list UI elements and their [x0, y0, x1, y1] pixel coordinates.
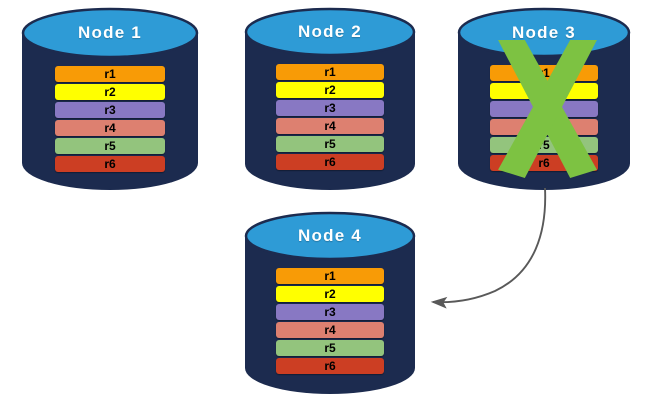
replica-bar-r4[interactable]: r4	[490, 119, 598, 135]
replica-bar-r1[interactable]: r1	[276, 64, 384, 80]
replica-label: r6	[324, 359, 336, 373]
replica-bar-r5[interactable]: r5	[55, 138, 165, 154]
replica-label: r4	[538, 120, 550, 134]
replica-label: r5	[538, 138, 550, 152]
replica-bar-r5[interactable]: r5	[276, 340, 384, 356]
replica-bar-r4[interactable]: r4	[55, 120, 165, 136]
replica-label: r1	[104, 67, 116, 81]
node-4-replica-stack: r1 r2 r3 r4 r5 r6	[245, 268, 415, 376]
replica-label: r2	[324, 83, 336, 97]
replica-bar-r3[interactable]: r3	[490, 101, 598, 117]
replica-label: r6	[538, 156, 550, 170]
replica-label: r1	[538, 66, 550, 80]
replica-bar-r6[interactable]: r6	[490, 155, 598, 171]
replica-bar-r1[interactable]: r1	[55, 66, 165, 82]
replica-bar-r1[interactable]: r1	[276, 268, 384, 284]
replica-label: r3	[538, 102, 550, 116]
replica-bar-r3[interactable]: r3	[276, 100, 384, 116]
replica-bar-r6[interactable]: r6	[276, 358, 384, 374]
replica-label: r1	[324, 269, 336, 283]
replica-label: r5	[324, 137, 336, 151]
replica-label: r4	[324, 119, 336, 133]
replica-bar-r6[interactable]: r6	[276, 154, 384, 170]
replica-bar-r6[interactable]: r6	[55, 156, 165, 172]
replica-label: r4	[324, 323, 336, 337]
replica-label: r5	[324, 341, 336, 355]
cylinder-top-disc	[244, 7, 416, 57]
replica-bar-r3[interactable]: r3	[55, 102, 165, 118]
cylinder-top-disc	[244, 211, 416, 261]
node-3-replica-stack: r1 r2 r3 r4 r5 r6	[458, 65, 630, 173]
replica-label: r2	[324, 287, 336, 301]
replica-bar-r1[interactable]: r1	[490, 65, 598, 81]
replica-bar-r3[interactable]: r3	[276, 304, 384, 320]
replica-bar-r2[interactable]: r2	[276, 82, 384, 98]
replica-bar-r5[interactable]: r5	[490, 137, 598, 153]
replica-label: r4	[104, 121, 116, 135]
replica-label: r6	[104, 157, 116, 171]
replica-label: r2	[104, 85, 116, 99]
replica-bar-r2[interactable]: r2	[276, 286, 384, 302]
replica-label: r3	[104, 103, 116, 117]
replica-label: r3	[324, 305, 336, 319]
node-1-replica-stack: r1 r2 r3 r4 r5 r6	[22, 66, 198, 174]
replica-bar-r4[interactable]: r4	[276, 322, 384, 338]
replica-bar-r2[interactable]: r2	[55, 84, 165, 100]
replica-label: r5	[104, 139, 116, 153]
replica-label: r1	[324, 65, 336, 79]
node-2-replica-stack: r1 r2 r3 r4 r5 r6	[245, 64, 415, 172]
replica-bar-r4[interactable]: r4	[276, 118, 384, 134]
replica-bar-r2[interactable]: r2	[490, 83, 598, 99]
failover-arrow	[430, 187, 547, 309]
cylinder-top-disc	[21, 7, 199, 59]
cylinder-top-disc	[457, 7, 631, 58]
replica-bar-r5[interactable]: r5	[276, 136, 384, 152]
replica-label: r3	[324, 101, 336, 115]
replica-label: r6	[324, 155, 336, 169]
replica-label: r2	[538, 84, 550, 98]
